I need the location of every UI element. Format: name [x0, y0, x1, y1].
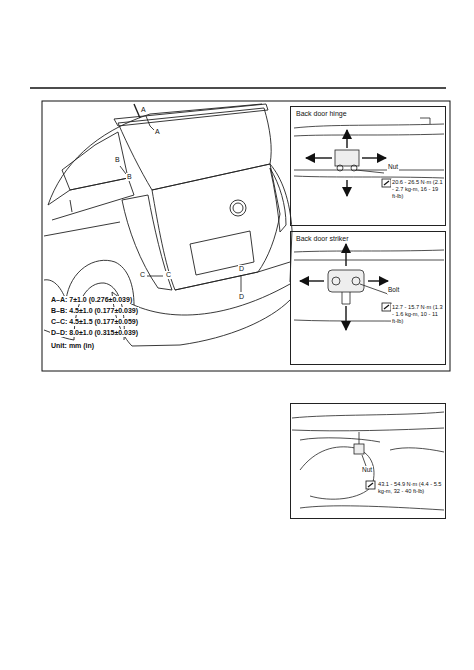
section-callout: A — [140, 106, 147, 114]
striker-detail-part — [345, 306, 347, 330]
striker-detail-part — [328, 270, 364, 292]
part-name: Bolt — [387, 286, 400, 294]
hinge-detail-part — [294, 176, 444, 178]
car-body-part — [230, 200, 246, 216]
striker-detail — [294, 244, 444, 330]
unit-note: Unit: mm (in) — [50, 342, 95, 350]
stopper-detail — [292, 412, 444, 510]
clearance-spec: C–C: 4.5±1.5 (0.177±0.059) — [50, 318, 139, 326]
section-callout: B — [126, 173, 133, 181]
inset-panel: Nut 43.1 - 54.9 N·m (4.4 - 5.5 kg-m, 32 -… — [290, 403, 446, 519]
hinge-detail-part — [306, 157, 332, 159]
torque-spec: 20.6 - 26.5 N·m (2.1 - 2.7 kg-m, 16 - 19… — [391, 179, 445, 199]
callout-leaders-part — [241, 275, 242, 292]
section-callout: D — [238, 293, 245, 301]
inset-panel: Back door hingeNut 20.6 - 26.5 N·m (2.1 -… — [290, 106, 446, 226]
car-body-part — [190, 231, 254, 275]
hinge-detail-part — [337, 165, 343, 171]
clearance-spec: B–B: 4.5±1.0 (0.177±0.039) — [50, 307, 139, 315]
torque-icon-part — [382, 303, 391, 311]
torque-icon-part — [368, 483, 373, 487]
striker-detail-part — [345, 244, 347, 266]
hinge-detail-part — [335, 150, 359, 166]
striker-detail-part — [352, 277, 360, 285]
figure-frame — [42, 101, 450, 371]
car-body-part — [233, 203, 243, 213]
part-name: Nut — [361, 466, 373, 474]
torque-icon-part — [382, 179, 391, 187]
part-name: Nut — [387, 163, 399, 171]
section-callout: A — [154, 128, 161, 136]
stopper-detail-part — [362, 455, 366, 466]
clearance-spec: A–A: 7±1.0 (0.276±0.039) — [50, 296, 133, 304]
hinge-detail-part — [356, 170, 384, 173]
stopper-detail-part — [300, 447, 374, 499]
section-callout: D — [238, 265, 245, 273]
section-callout: C — [139, 271, 146, 279]
striker-detail-part — [294, 250, 444, 252]
striker-detail-part — [342, 292, 350, 304]
hinge-detail-part — [294, 134, 444, 136]
torque-icon-part — [366, 481, 375, 489]
striker-detail-part — [332, 277, 340, 285]
stopper-detail-part — [292, 428, 444, 431]
torque-spec: 43.1 - 54.9 N·m (4.4 - 5.5 kg-m, 32 - 40… — [377, 481, 443, 495]
striker-detail-part — [294, 260, 444, 261]
car-body-part — [114, 104, 268, 126]
inset-panel: Back door strikerBolt 12.7 - 15.7 N·m (1.… — [290, 231, 446, 365]
stopper-detail-part — [300, 506, 444, 510]
car-body-part — [270, 164, 292, 282]
car-body-part — [48, 178, 134, 220]
car-body-part — [118, 108, 271, 190]
car-body-part — [175, 262, 290, 290]
striker-detail-part — [300, 280, 324, 282]
stopper-detail-part — [292, 412, 444, 418]
car-body-part — [270, 168, 286, 232]
hinge-detail-part — [294, 124, 444, 128]
car-body — [44, 104, 292, 346]
hinge-detail-part — [346, 180, 348, 196]
hinge-detail-part — [362, 157, 386, 159]
section-callout: C — [165, 271, 172, 279]
striker-detail-part — [360, 284, 388, 294]
hinge-detail-part — [420, 118, 430, 124]
callout-leaders-part — [147, 276, 163, 277]
inset-title: Back door hinge — [295, 110, 348, 118]
hinge-detail-part — [346, 130, 348, 148]
stopper-detail-part — [359, 432, 360, 444]
stopper-detail-part — [390, 448, 444, 452]
section-callout: B — [114, 156, 121, 164]
hinge-detail-part — [294, 170, 444, 171]
inset-title: Back door striker — [295, 235, 350, 243]
clearance-spec: D–D: 8.0±1.0 (0.315±0.039) — [50, 329, 139, 337]
torque-icon-part — [384, 305, 389, 309]
callout-leaders-part — [146, 116, 150, 126]
torque-spec: 12.7 - 15.7 N·m (1.3 - 1.6 kg-m, 10 - 11… — [391, 304, 445, 324]
car-body-part — [62, 132, 128, 190]
striker-detail-part — [368, 280, 388, 282]
page-rule — [30, 87, 446, 89]
stopper-detail-part — [354, 444, 364, 454]
car-body-part — [122, 195, 172, 290]
torque-icon-part — [384, 181, 389, 185]
stopper-detail-part — [300, 438, 380, 442]
callout-leaders — [120, 116, 241, 292]
car-body-part — [70, 200, 72, 212]
car-body-part — [44, 222, 120, 236]
